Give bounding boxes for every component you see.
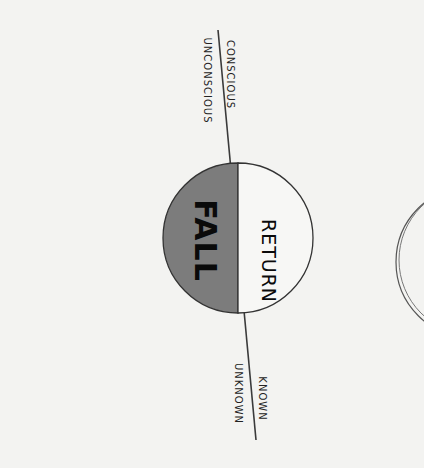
half-circle [238, 163, 313, 313]
partial-circle [396, 186, 424, 338]
axis-label: UNKNOWN [234, 362, 245, 423]
shaded-half: FALL [163, 163, 238, 313]
axis-label: KNOWN [257, 376, 268, 420]
half-label: RETURN [259, 219, 281, 303]
partial-circle [399, 185, 424, 335]
open-half: RETURN [238, 163, 313, 313]
half-label: FALL [188, 199, 223, 282]
axis-label: UNCONSCIOUS [203, 37, 214, 123]
half-circle [163, 163, 238, 313]
axis-label: CONSCIOUS [226, 39, 237, 108]
